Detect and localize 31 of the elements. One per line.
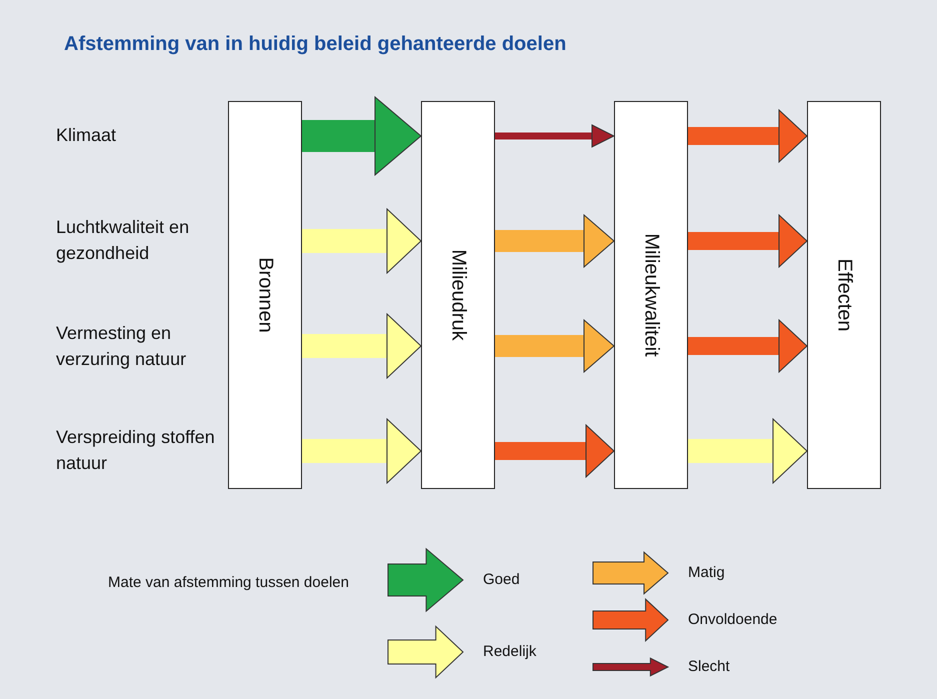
column-box <box>228 101 302 489</box>
row-label: Verspreiding stoffen natuur <box>56 426 216 475</box>
legend-label: Matig <box>688 563 725 583</box>
legend-heading: Mate van afstemming tussen doelen <box>108 573 349 593</box>
column-box <box>421 101 495 489</box>
legend-label: Goed <box>483 570 520 590</box>
row-label: Vermesting en verzuring natuur <box>56 322 188 371</box>
block-arrow <box>688 320 808 372</box>
block-arrow <box>688 418 808 484</box>
legend-label: Onvoldoende <box>688 610 778 630</box>
block-arrow <box>688 214 808 268</box>
block-arrow <box>495 424 614 478</box>
column-title: Milieukwaliteit <box>640 233 662 357</box>
block-arrow <box>302 418 422 484</box>
block-arrow <box>495 214 614 268</box>
block-arrow <box>302 96 422 176</box>
block-arrow <box>302 208 422 274</box>
block-arrow <box>495 320 614 372</box>
block-arrow <box>688 110 808 162</box>
block-arrow <box>302 314 422 378</box>
diagram-title: Afstemming van in huidig beleid gehanteerde doelen <box>64 32 566 57</box>
column-title: Effecten <box>832 258 856 332</box>
column-box <box>807 101 881 489</box>
row-label: Klimaat <box>56 124 118 147</box>
legend-label: Slecht <box>688 657 730 677</box>
column-title: Milieudruk <box>446 249 470 341</box>
column-box <box>614 101 688 489</box>
block-arrow <box>495 124 614 148</box>
row-label: Luchtkwaliteit en gezondheid <box>56 216 190 265</box>
column-title: Bronnen <box>254 257 276 333</box>
legend-label: Redelijk <box>483 642 536 662</box>
